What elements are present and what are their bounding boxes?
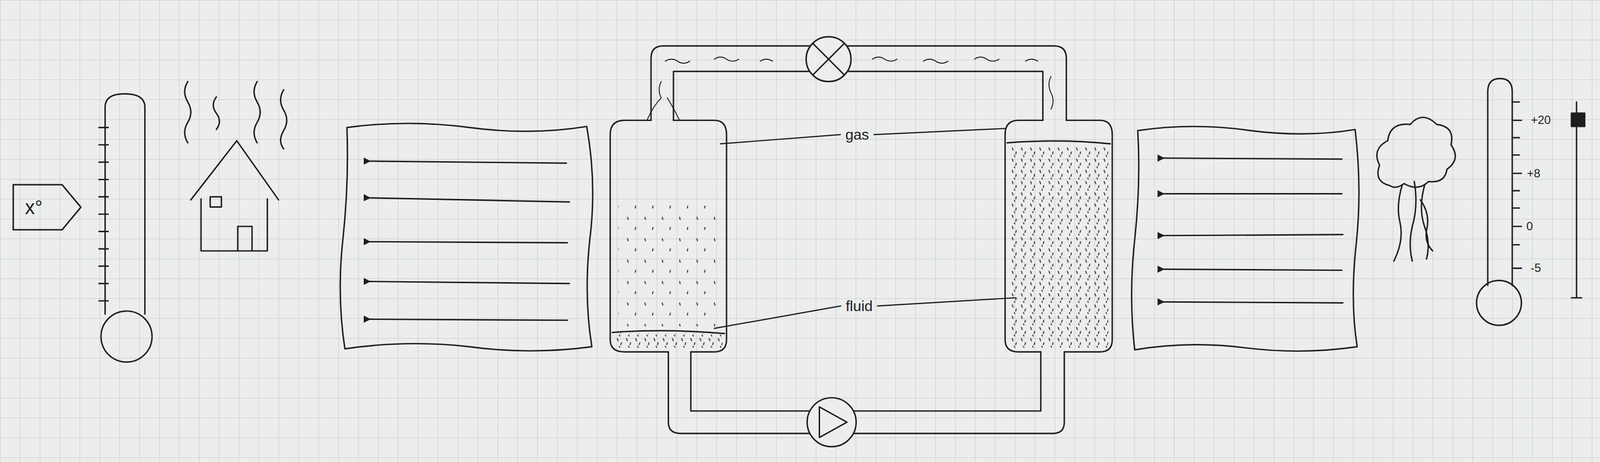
house-icon [184,81,287,252]
thermometer-tube [1487,78,1513,286]
house-door [237,226,252,251]
thermometer-ticks [1512,101,1522,269]
leader-line [714,305,841,329]
heat-arrows [369,319,568,321]
wavy-outline [1131,126,1360,352]
tag-outline [12,183,82,231]
bottom-pipe [690,351,1041,412]
top-pipe [650,46,1067,121]
tag-text: x° [25,196,82,219]
house-roof [190,140,279,200]
heat-arrows [369,161,567,164]
part-label: fluid [845,298,873,315]
tank-wall [1004,120,1113,353]
thermometer-bulb [1476,280,1522,326]
bottom-pipe [668,351,1065,434]
tree-icon [1376,117,1456,262]
tree-trunk [1394,181,1433,262]
slider-flag [1571,113,1585,127]
heat-arrows [1163,193,1342,195]
tree-crown [1376,117,1456,188]
wavy-outline [340,123,593,351]
leader-line [720,134,841,145]
pump-circle [807,398,857,448]
outdoor-heat-field [1131,126,1360,352]
part-label: gas [845,126,869,143]
heat-arrows [1163,158,1342,160]
scale-number: +8 [1526,167,1541,180]
pump-triangle [819,407,848,438]
heat-arrows [369,281,570,284]
heat-arrows [1163,269,1342,271]
tag-shape: x° [12,183,82,231]
scale-number: -5 [1530,261,1541,275]
house-window [210,197,222,208]
evaporator-tank [1004,120,1113,353]
indoor-thermometer [99,94,152,363]
heat-waves [184,81,287,150]
heat-arrows [369,241,568,243]
scale-number: 0 [1526,220,1533,233]
fluid-level [1007,141,1111,145]
scale-slider [1571,101,1582,299]
gas-dots [618,203,721,327]
fluid-fill [1010,146,1109,349]
top-pipe [673,71,1044,121]
heat-arrows [369,198,570,202]
condenser-tank [610,120,727,353]
fluid-level [612,330,725,334]
thermometer-tube [104,94,145,315]
leader-line [874,128,1006,135]
heat-arrows [1163,234,1343,236]
heat-arrows [1163,301,1343,303]
thermometer-bulb [100,311,152,363]
valve-cross [813,44,844,75]
fluid-fill [614,333,723,350]
leader-line [877,298,1016,307]
tag-outline-path [13,184,81,230]
compressor [807,398,857,448]
tank-wall [610,120,727,353]
expansion-valve [805,36,851,82]
indoor-heat-field [340,123,593,351]
outdoor-thermometer [1476,78,1585,326]
valve-circle [805,36,851,82]
scale-number: +20 [1530,113,1551,127]
thermometer-ticks [99,127,109,301]
